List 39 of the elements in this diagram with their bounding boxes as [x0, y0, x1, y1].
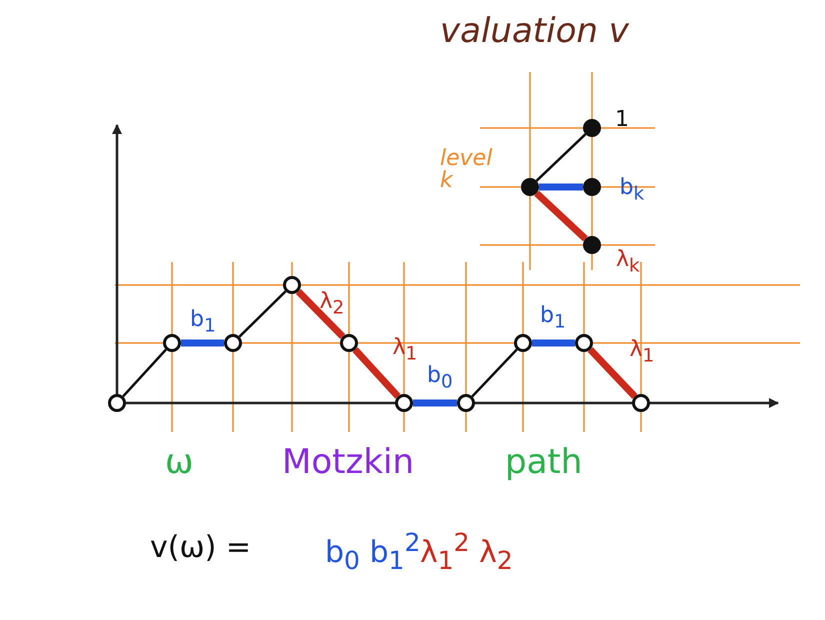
path-step — [539, 184, 583, 190]
path-vertex — [340, 334, 358, 352]
path-step — [534, 190, 588, 242]
path-vertex — [514, 334, 532, 352]
path-vertex — [395, 394, 413, 412]
path-step — [238, 290, 286, 338]
formula-text: λ$_{1}$$^{2}$ λ$_{2}$ — [420, 530, 513, 573]
path-vertex — [583, 178, 601, 196]
path-step — [122, 348, 167, 398]
path-step — [588, 347, 638, 399]
edge-label: λ$_{k}$ — [616, 248, 640, 276]
path-vertex — [575, 334, 593, 352]
path-vertex — [283, 276, 301, 294]
path-step — [536, 133, 586, 182]
edge-label: b$_{1}$ — [540, 304, 566, 332]
title: valuation v — [440, 14, 629, 48]
path-vertex — [224, 334, 242, 352]
omega-symbol: ω — [165, 445, 194, 479]
path-step — [413, 400, 457, 406]
path-step — [181, 340, 224, 346]
path-vertex — [108, 394, 126, 412]
edge-label: λ$_{2}$ — [320, 290, 344, 318]
formula-text: v(ω) = — [150, 533, 251, 563]
path-step — [352, 347, 400, 399]
path-step — [532, 340, 575, 346]
path-step — [296, 288, 346, 340]
edge-label: b$_{1}$ — [190, 308, 216, 336]
caption-word: Motzkin — [282, 445, 414, 479]
edge-label: 1 — [615, 109, 629, 131]
path-vertex — [163, 334, 181, 352]
path-vertex — [521, 178, 539, 196]
path-step — [471, 348, 518, 398]
edge-label: b$_{0}$ — [427, 364, 453, 392]
caption-word: path — [505, 445, 582, 479]
path-vertex — [457, 394, 475, 412]
path-vertex — [583, 119, 601, 137]
path-vertex — [632, 394, 650, 412]
path-vertex — [583, 236, 601, 254]
inset-level-label: level k — [440, 148, 494, 192]
